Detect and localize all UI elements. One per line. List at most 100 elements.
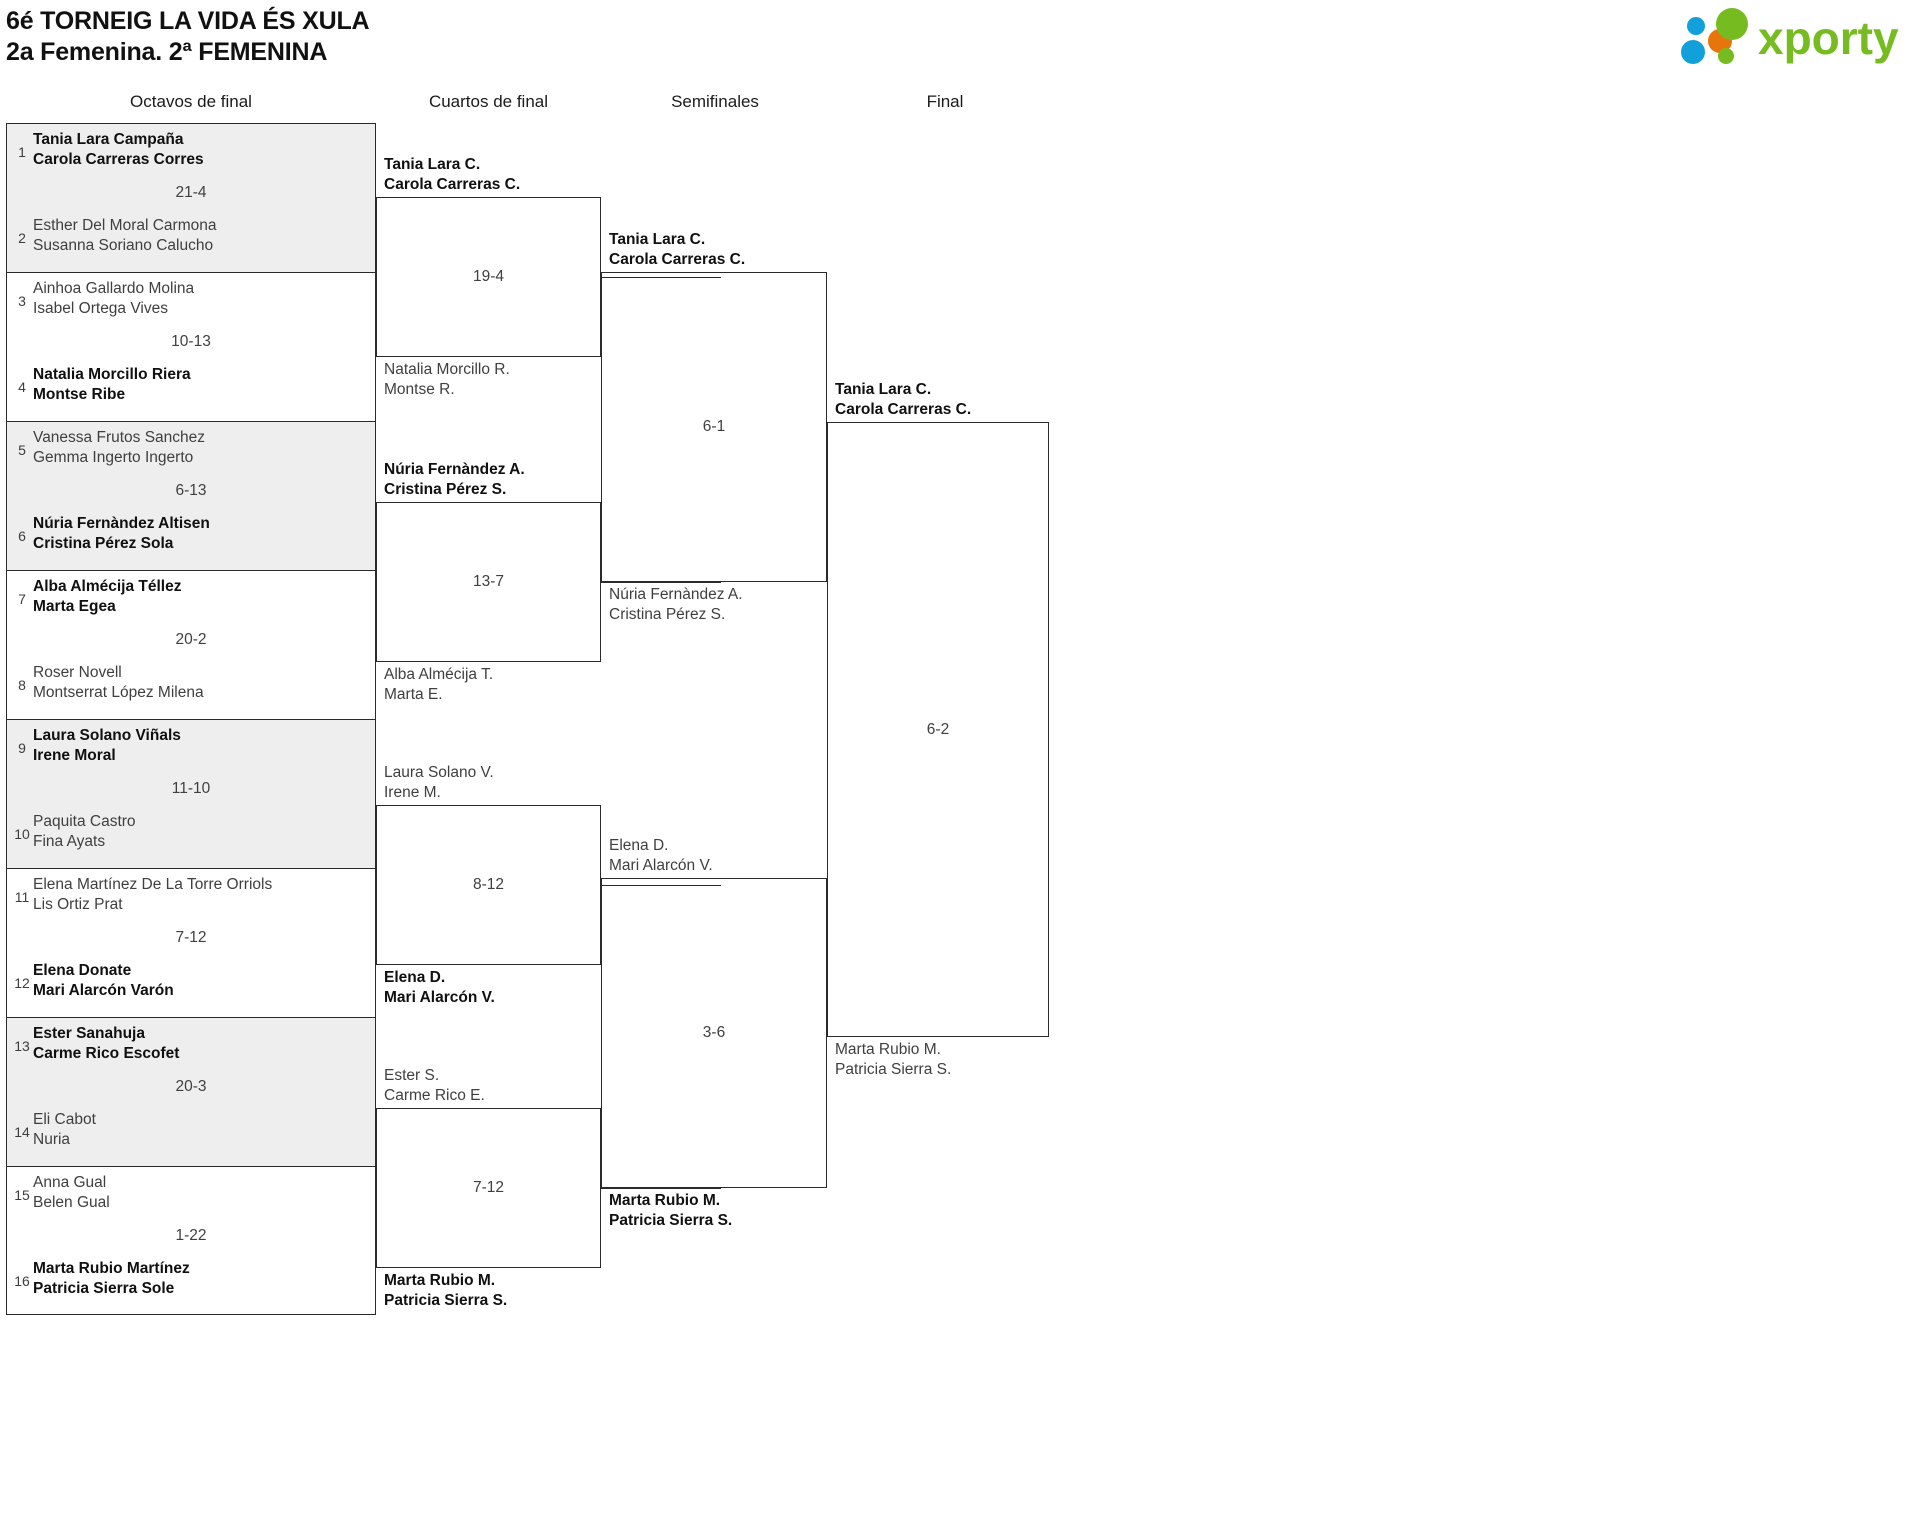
round-header-semifinales: Semifinales xyxy=(671,92,759,111)
r1-match-7-team-bottom[interactable]: 14 Eli Cabot Nuria xyxy=(7,1110,375,1160)
r2-match-2-team-bottom[interactable]: Alba Almécija T. Marta E. xyxy=(384,666,494,703)
r1-match-3-team-bottom[interactable]: 6 Núria Fernàndez Altisen Cristina Pérez… xyxy=(7,514,375,564)
match-box xyxy=(601,878,827,1188)
r1-match-8[interactable]: 15 Anna Gual Belen Gual 1-22 16 Marta Ru… xyxy=(6,1166,376,1315)
team-names: Marta Rubio Martínez Patricia Sierra Sol… xyxy=(33,1260,190,1297)
team-names: Natalia Morcillo Riera Montse Ribe xyxy=(33,366,191,403)
r2-match-4-team-bottom[interactable]: Marta Rubio M. Patricia Sierra S. xyxy=(384,1272,508,1309)
seed-number: 10 xyxy=(14,826,30,842)
team-names: Elena Donate Mari Alarcón Varón xyxy=(33,962,174,999)
match-score: 11-10 xyxy=(171,780,211,797)
logo-dot-green-small xyxy=(1718,48,1734,64)
r1-match-6[interactable]: 11 Elena Martínez De La Torre Orriols Li… xyxy=(6,868,376,1017)
r1-match-3[interactable]: 5 Vanessa Frutos Sanchez Gemma Ingerto I… xyxy=(6,421,376,570)
r3-match-2-team-bottom[interactable]: Marta Rubio M. Patricia Sierra S. xyxy=(609,1192,733,1229)
match-score: 21-4 xyxy=(175,184,207,201)
r4-final-team-top[interactable]: Tania Lara C. Carola Carreras C. xyxy=(835,381,972,418)
match-box xyxy=(376,502,601,662)
r1-match-6-team-bottom[interactable]: 12 Elena Donate Mari Alarcón Varón xyxy=(7,961,375,1011)
match-box xyxy=(827,422,1049,1037)
tournament-title-line1: 6é TORNEIG LA VIDA ÉS XULA xyxy=(6,7,370,35)
bracket-connector xyxy=(601,885,721,887)
match-score: 7-12 xyxy=(175,929,207,946)
match-score: 19-4 xyxy=(472,268,505,285)
r1-match-7[interactable]: 13 Ester Sanahuja Carme Rico Escofet 20-… xyxy=(6,1017,376,1166)
xporty-logo[interactable]: xporty xyxy=(1676,8,1906,66)
seed-number: 5 xyxy=(18,442,26,458)
match-score: 6-2 xyxy=(926,720,950,738)
r1-match-4-team-bottom[interactable]: 8 Roser Novell Montserrat López Milena xyxy=(7,663,375,713)
seed-number: 2 xyxy=(18,230,26,246)
team-names: Eli Cabot Nuria xyxy=(33,1111,96,1148)
team-names: Elena Martínez De La Torre Orriols Lis O… xyxy=(33,876,273,913)
r1-match-5-team-top[interactable]: 9 Laura Solano Viñals Irene Moral xyxy=(7,726,375,776)
team-names: Paquita Castro Fina Ayats xyxy=(33,813,136,850)
r3-match-2[interactable]: Elena D. Mari Alarcón V. 3-6 Marta Rubio… xyxy=(601,837,827,1229)
r3-match-1-team-top[interactable]: Tania Lara C. Carola Carreras C. xyxy=(609,231,746,268)
match-score: 10-13 xyxy=(171,333,211,350)
match-score: 6-1 xyxy=(702,418,726,435)
r3-match-2-team-top[interactable]: Elena D. Mari Alarcón V. xyxy=(609,837,713,874)
r1-match-7-team-top[interactable]: 13 Ester Sanahuja Carme Rico Escofet xyxy=(7,1024,375,1074)
match-score: 13-7 xyxy=(472,573,505,590)
r1-match-8-team-top[interactable]: 15 Anna Gual Belen Gual xyxy=(7,1173,375,1223)
r2-match-2[interactable]: Núria Fernàndez A. Cristina Pérez S. 13-… xyxy=(376,461,721,703)
round-header-octavos: Octavos de final xyxy=(130,92,252,111)
r2-match-3-team-top[interactable]: Laura Solano V. Irene M. xyxy=(384,764,494,801)
team-names: Roser Novell Montserrat López Milena xyxy=(33,664,204,701)
match-score: 3-6 xyxy=(702,1024,726,1041)
r2-match-3-team-bottom[interactable]: Elena D. Mari Alarcón V. xyxy=(384,969,495,1006)
match-box xyxy=(376,197,601,357)
r2-match-1[interactable]: Tania Lara C. Carola Carreras C. 19-4 Na… xyxy=(376,156,721,398)
logo-dot-green-large xyxy=(1716,8,1748,40)
r1-match-5[interactable]: 9 Laura Solano Viñals Irene Moral 11-10 … xyxy=(6,719,376,868)
r3-match-1-team-bottom[interactable]: Núria Fernàndez A. Cristina Pérez S. xyxy=(609,586,743,623)
r2-match-4[interactable]: Ester S. Carme Rico E. 7-12 Marta Rubio … xyxy=(376,1067,721,1309)
r1-match-1-team-top[interactable]: 1 Tania Lara Campaña Carola Carreras Cor… xyxy=(7,130,375,180)
match-score: 1-22 xyxy=(175,1227,207,1244)
match-box xyxy=(376,805,601,965)
seed-number: 16 xyxy=(14,1273,30,1289)
r1-match-3-team-top[interactable]: 5 Vanessa Frutos Sanchez Gemma Ingerto I… xyxy=(7,428,375,478)
r1-match-6-team-top[interactable]: 11 Elena Martínez De La Torre Orriols Li… xyxy=(7,875,375,925)
match-score: 20-3 xyxy=(175,1078,207,1095)
r1-match-2-team-top[interactable]: 3 Ainhoa Gallardo Molina Isabel Ortega V… xyxy=(7,279,375,329)
r2-match-2-team-top[interactable]: Núria Fernàndez A. Cristina Pérez S. xyxy=(384,461,525,498)
seed-number: 4 xyxy=(18,379,26,395)
match-score: 20-2 xyxy=(175,631,207,648)
r1-match-5-team-bottom[interactable]: 10 Paquita Castro Fina Ayats xyxy=(7,812,375,862)
r2-match-1-team-bottom[interactable]: Natalia Morcillo R. Montse R. xyxy=(384,361,510,398)
team-names: Ester Sanahuja Carme Rico Escofet xyxy=(33,1025,180,1062)
r1-match-2[interactable]: 3 Ainhoa Gallardo Molina Isabel Ortega V… xyxy=(6,272,376,421)
bracket-connector xyxy=(601,582,721,584)
tournament-title: 6é TORNEIG LA VIDA ÉS XULA 2a Femenina. … xyxy=(6,6,370,68)
seed-number: 3 xyxy=(18,293,26,309)
team-names: Vanessa Frutos Sanchez Gemma Ingerto Ing… xyxy=(33,429,206,466)
match-score: 6-13 xyxy=(175,482,207,499)
team-names: Alba Almécija Téllez Marta Egea xyxy=(33,578,182,615)
seed-number: 7 xyxy=(18,591,26,607)
logo-dot-blue-large xyxy=(1681,40,1705,64)
r2-match-3[interactable]: Laura Solano V. Irene M. 8-12 Elena D. M… xyxy=(376,764,721,1006)
r4-final-team-bottom[interactable]: Marta Rubio M. Patricia Sierra S. xyxy=(835,1041,952,1078)
r1-match-1[interactable]: 1 Tania Lara Campaña Carola Carreras Cor… xyxy=(6,123,376,272)
r1-match-4[interactable]: 7 Alba Almécija Téllez Marta Egea 20-2 8… xyxy=(6,570,376,719)
match-box xyxy=(376,1108,601,1268)
r1-match-4-team-top[interactable]: 7 Alba Almécija Téllez Marta Egea xyxy=(7,577,375,627)
team-names: Anna Gual Belen Gual xyxy=(33,1174,110,1211)
r4-match-final[interactable]: Tania Lara C. Carola Carreras C. 6-2 Mar… xyxy=(827,381,1049,1078)
match-score: 8-12 xyxy=(472,876,505,893)
match-box xyxy=(601,272,827,582)
r1-match-1-team-bottom[interactable]: 2 Esther Del Moral Carmona Susanna Soria… xyxy=(7,216,375,266)
r3-match-1[interactable]: Tania Lara C. Carola Carreras C. 6-1 Núr… xyxy=(601,231,827,623)
tournament-title-line2: 2a Femenina. 2ª FEMENINA xyxy=(6,38,328,66)
match-score: 7-12 xyxy=(472,1179,505,1196)
r2-match-1-team-top[interactable]: Tania Lara C. Carola Carreras C. xyxy=(384,156,521,193)
seed-number: 13 xyxy=(14,1038,30,1054)
bracket-connector xyxy=(601,1188,721,1190)
r1-match-2-team-bottom[interactable]: 4 Natalia Morcillo Riera Montse Ribe xyxy=(7,365,375,415)
team-names: Tania Lara Campaña Carola Carreras Corre… xyxy=(33,131,204,168)
r2-match-4-team-top[interactable]: Ester S. Carme Rico E. xyxy=(384,1067,485,1104)
r1-match-8-team-bottom[interactable]: 16 Marta Rubio Martínez Patricia Sierra … xyxy=(7,1259,375,1309)
